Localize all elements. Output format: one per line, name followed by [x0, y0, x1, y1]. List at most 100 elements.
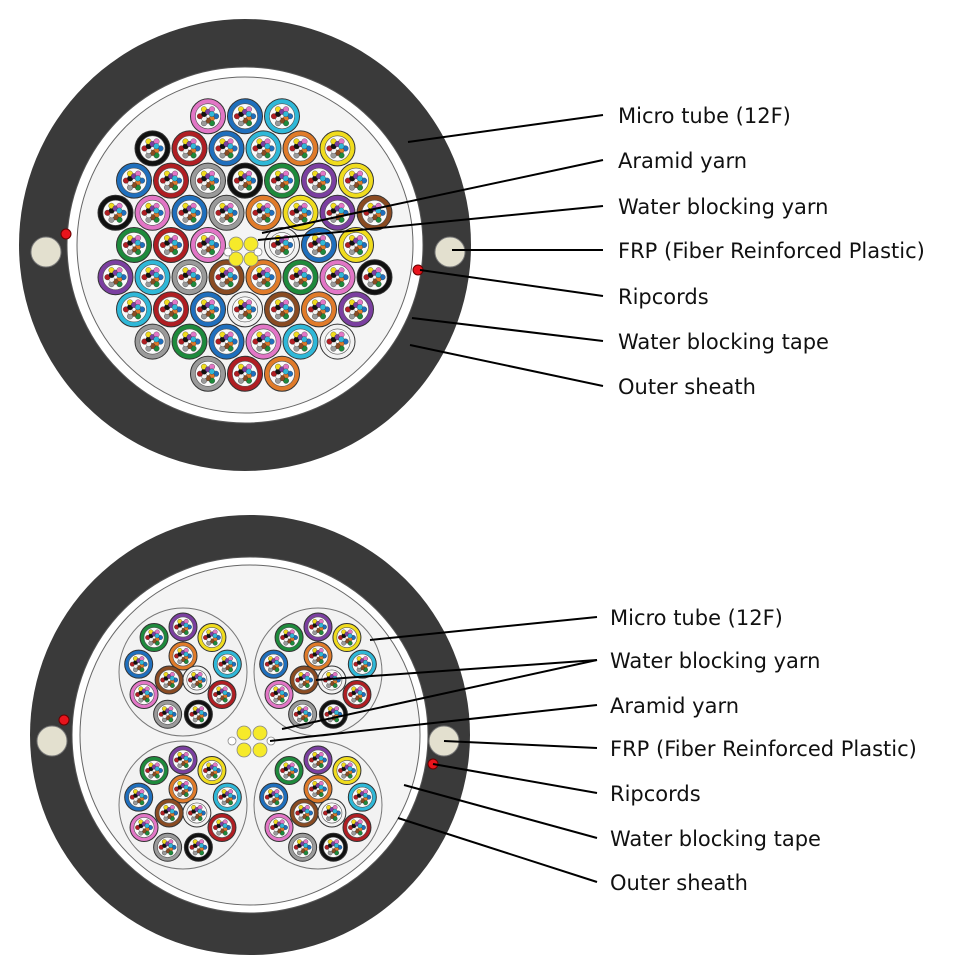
optical-fiber [375, 272, 382, 278]
optical-fiber [190, 272, 197, 278]
optical-fiber [264, 272, 271, 278]
micro-tube [301, 162, 337, 199]
bottom-water-blocking-yarn [236, 725, 252, 741]
micro-tube [347, 782, 377, 812]
micro-tube [356, 259, 393, 296]
optical-fiber [301, 143, 308, 150]
leader-top-ripcords [419, 269, 604, 297]
micro-tube [168, 745, 198, 775]
micro-tube [289, 798, 319, 828]
micro-tube [207, 680, 237, 709]
optical-fiber [190, 336, 197, 343]
optical-fiber [190, 207, 197, 214]
optical-fiber [274, 793, 280, 798]
micro-tube [97, 259, 134, 296]
leader-top-water-blocking-yarn [257, 205, 604, 241]
top-water-blocking-yarn [243, 251, 259, 267]
micro-tube [190, 227, 226, 263]
optical-fiber [318, 755, 324, 761]
top-water-blocking-yarn [243, 236, 259, 252]
micro-tube [264, 227, 300, 263]
micro-tube [282, 323, 319, 360]
top-labels: Micro tube (12F) Aramid yarn Water block… [618, 104, 925, 399]
micro-tube [134, 323, 171, 360]
optical-fiber [134, 175, 141, 182]
optical-fiber [199, 710, 204, 715]
leader-top-water-blocking-tape [411, 317, 604, 342]
optical-fiber [208, 175, 215, 182]
optical-fiber [227, 143, 234, 150]
optical-fiber [227, 207, 234, 214]
micro-tube [171, 130, 208, 167]
optical-fiber [338, 272, 345, 278]
label-bottom-aramid-yarn: Aramid yarn [610, 694, 739, 718]
micro-tube [153, 832, 183, 862]
micro-tube [134, 130, 171, 167]
optical-fiber [171, 175, 178, 182]
micro-tube [301, 227, 337, 263]
leader-top-micro-tube [407, 114, 604, 143]
micro-tube [274, 756, 304, 786]
micro-tube [303, 774, 333, 804]
label-top-aramid-yarn: Aramid yarn [618, 149, 747, 173]
optical-fiber [301, 272, 308, 278]
micro-tube [303, 612, 333, 642]
micro-tube [129, 813, 159, 842]
optical-fiber [154, 633, 160, 639]
micro-tube [245, 259, 282, 296]
micro-tube [171, 259, 208, 296]
micro-tube [227, 291, 263, 328]
micro-tube [319, 323, 356, 360]
optical-fiber [183, 651, 189, 657]
micro-tube [208, 323, 245, 360]
micro-tube [190, 355, 226, 392]
micro-tube [183, 699, 213, 729]
micro-tube [338, 227, 374, 263]
micro-tube [274, 623, 304, 653]
optical-fiber [168, 843, 174, 848]
micro-tube [134, 259, 171, 296]
micro-tube [168, 641, 198, 671]
optical-fiber [357, 690, 363, 696]
micro-tube [153, 227, 189, 263]
label-top-ripcords: Ripcords [618, 285, 709, 309]
bottom-center-yarns [227, 725, 276, 758]
micro-tube [134, 194, 171, 231]
micro-tube [317, 798, 347, 828]
micro-tube [116, 291, 152, 328]
optical-fiber [245, 175, 252, 182]
leader-bottom-aramid-yarn [269, 704, 598, 742]
optical-fiber [347, 633, 353, 639]
leader-bottom-micro-tube [369, 616, 598, 641]
leader-top-outer-sheath [409, 344, 604, 387]
optical-fiber [318, 622, 324, 628]
micro-tube [168, 774, 198, 804]
micro-tube [259, 649, 289, 679]
micro-tube [182, 665, 212, 695]
leader-bottom-water-blocking-yarn [315, 659, 598, 681]
optical-fiber [116, 272, 123, 278]
label-top-frp: FRP (Fiber Reinforced Plastic) [618, 239, 925, 263]
optical-fiber [208, 111, 215, 117]
micro-tube [139, 756, 169, 786]
optical-fiber [116, 207, 123, 214]
micro-tube [318, 699, 348, 729]
optical-fiber [318, 651, 324, 657]
micro-tube [227, 355, 263, 392]
micro-tube [124, 649, 154, 679]
optical-fiber [183, 755, 189, 761]
optical-fiber [338, 207, 345, 214]
micro-tube [116, 162, 152, 199]
micro-tube [116, 227, 152, 263]
label-bottom-ripcords: Ripcords [610, 782, 701, 806]
optical-fiber [264, 207, 271, 214]
micro-tube [264, 98, 300, 135]
optical-fiber [153, 272, 160, 278]
optical-fiber [227, 272, 234, 278]
micro-tube [288, 699, 318, 729]
optical-fiber [245, 368, 252, 375]
label-top-water-blocking-yarn: Water blocking yarn [618, 195, 829, 219]
optical-fiber [282, 175, 289, 182]
top-water-blocking-yarn [228, 236, 244, 252]
micro-tube [288, 832, 318, 862]
